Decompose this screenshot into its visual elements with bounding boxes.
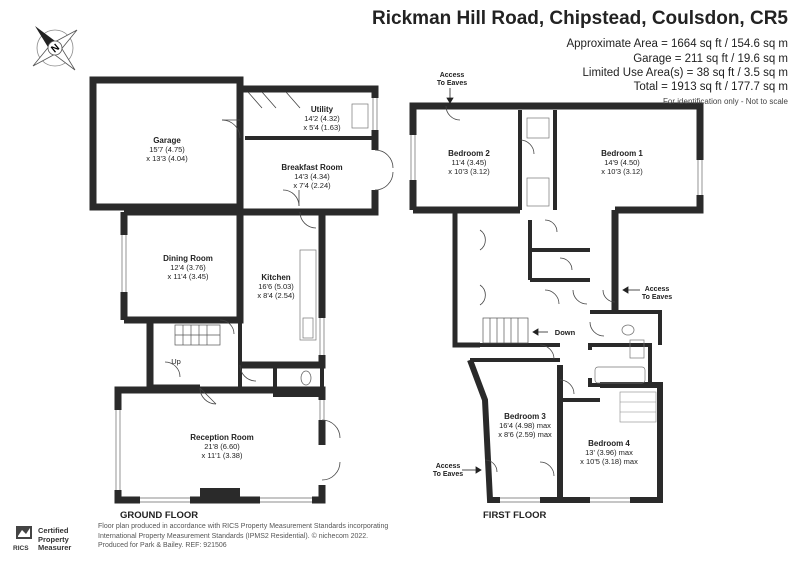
compass-icon: N [32, 26, 78, 71]
dining-name: Dining Room [163, 254, 213, 263]
rics-logo-icon [16, 526, 32, 539]
kitchen-dim2: x 8'4 (2.54) [257, 291, 295, 300]
eaves-right-line2: To Eaves [642, 294, 672, 301]
garage-walls [89, 76, 244, 211]
limited-use-area: Limited Use Area(s) = 38 sq ft / 3.5 sq … [582, 67, 789, 79]
ground-floor-plan [89, 76, 394, 504]
total-area: Total = 1913 sq ft / 177.7 sq m [633, 81, 788, 93]
landing-walls [452, 210, 480, 348]
hall-walls [146, 345, 200, 392]
bedroom1-name: Bedroom 1 [601, 149, 643, 158]
identification-note: For identification only - Not to scale [663, 97, 788, 106]
cert-line1: Certified [38, 526, 69, 535]
kitchen-dim1: 16'6 (5.03) [258, 282, 294, 291]
cert-line2: Property [38, 534, 69, 544]
down-label: Down [555, 328, 576, 337]
dining-dim1: 12'4 (3.76) [170, 263, 206, 272]
eaves-right-line1: Access [645, 286, 670, 293]
bedroom4-dim1: 13' (3.96) max [585, 448, 633, 457]
utility-name: Utility [311, 105, 334, 114]
kitchen-name: Kitchen [261, 273, 290, 282]
bedroom2-name: Bedroom 2 [448, 149, 490, 158]
reception-dim1: 21'8 (6.60) [204, 442, 240, 451]
ground-floor-label: GROUND FLOOR [120, 510, 198, 521]
reception-dim2: x 11'1 (3.38) [202, 451, 243, 460]
breakfast-dim1: 14'3 (4.34) [294, 172, 330, 181]
bedroom1-dim2: x 10'3 (3.12) [601, 167, 643, 176]
eaves-top-line1: Access [440, 72, 465, 79]
garage-dim1: 15'7 (4.75) [149, 145, 185, 154]
approximate-area: Approximate Area = 1664 sq ft / 154.6 sq… [566, 38, 788, 50]
footer-line3: Produced for Park & Bailey. REF: 921506 [98, 542, 227, 549]
footer-line2: International Property Measurement Stand… [98, 532, 369, 540]
bedroom2-dim1: 11'4 (3.45) [451, 158, 487, 167]
up-label: Up [171, 357, 181, 366]
eaves-left-line1: Access [436, 463, 461, 470]
breakfast-name: Breakfast Room [281, 163, 342, 172]
breakfast-dim2: x 7'4 (2.24) [293, 181, 331, 190]
utility-dim2: x 5'4 (1.63) [303, 123, 341, 132]
utility-dim1: 14'2 (4.32) [304, 114, 340, 123]
property-title: Rickman Hill Road, Chipstead, Coulsdon, … [372, 8, 788, 29]
first-floor-labels: Bedroom 2 11'4 (3.45) x 10'3 (3.12) Bedr… [433, 72, 672, 478]
garage-dim2: x 13'3 (4.04) [146, 154, 188, 163]
bedroom2-dim2: x 10'3 (3.12) [448, 167, 490, 176]
eaves-top-line2: To Eaves [437, 80, 467, 87]
bedroom3-name: Bedroom 3 [504, 412, 546, 421]
reception-name: Reception Room [190, 433, 254, 442]
bedroom4-name: Bedroom 4 [588, 439, 630, 448]
bedroom3-walls [467, 358, 563, 503]
rics-label: RICS [13, 545, 29, 552]
garage-area: Garage = 211 sq ft / 19.6 sq m [633, 53, 788, 65]
garage-name: Garage [153, 136, 181, 145]
cert-line3: Measurer [38, 543, 72, 552]
footer-notes: Floor plan produced in accordance with R… [98, 522, 388, 551]
eaves-left-line2: To Eaves [433, 471, 463, 478]
ground-floor-labels: Garage 15'7 (4.75) x 13'3 (4.04) Utility… [146, 105, 342, 460]
first-floor-label: FIRST FLOOR [483, 510, 546, 521]
dining-dim2: x 11'4 (3.45) [168, 272, 209, 281]
wc-walls [273, 363, 324, 397]
bedroom1-dim1: 14'9 (4.50) [604, 158, 640, 167]
bedroom4-dim2: x 10'5 (3.18) max [580, 457, 638, 466]
utility-walls [240, 85, 379, 216]
first-floor-plan [409, 88, 704, 504]
certified-measurer-badge: Certified Property Measurer [38, 526, 72, 553]
bedroom3-dim2: x 8'6 (2.59) max [498, 430, 552, 439]
footer-line1: Floor plan produced in accordance with R… [98, 523, 389, 530]
bedroom3-dim1: 16'4 (4.98) max [499, 421, 551, 430]
